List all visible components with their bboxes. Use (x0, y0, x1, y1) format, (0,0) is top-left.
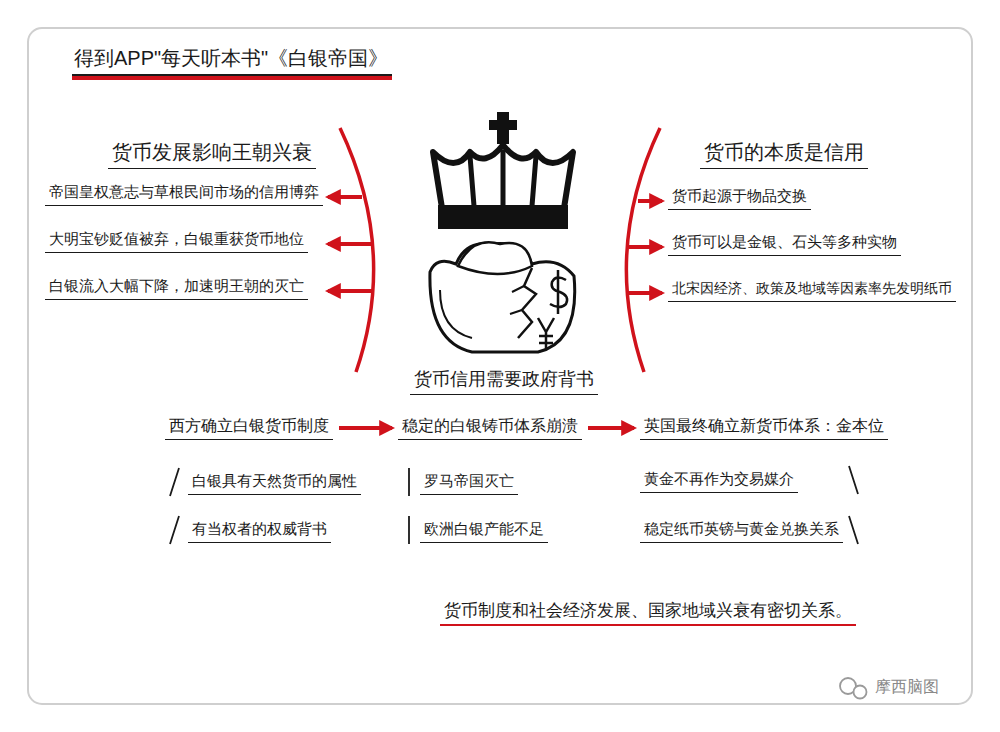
card-border (28, 28, 972, 704)
ingot-dome (458, 242, 532, 274)
list-item: 帝国皇权意志与草根民间市场的信用博弈 (45, 183, 323, 206)
process-step: 稳定的白银铸币体系崩溃 (398, 416, 582, 440)
leader-arrow (629, 245, 662, 249)
section-heading: 货币的本质是信用 (700, 140, 868, 169)
dollar-symbol (550, 270, 567, 314)
summary-note: 货币制度和社会经济发展、国家地域兴衰有密切关系。 (440, 600, 856, 626)
list-item: 货币可以是金银、石头等多种实物 (668, 233, 901, 256)
section-heading: 货币信用需要政府背书 (410, 368, 598, 395)
section-heading: 货币发展影响王朝兴衰 (108, 140, 316, 169)
list-item: 北宋因经济、政策及地域等因素率先发明纸币 (668, 280, 956, 302)
step-text: 稳定的白银铸币体系崩溃 (402, 416, 578, 436)
leader-arrow (638, 199, 662, 203)
flow-arrow (588, 426, 634, 430)
list-item: 大明宝钞贬值被弃，白银重获货币地位 (45, 230, 308, 253)
bracket-mark (849, 466, 858, 544)
leader-arrow (328, 289, 373, 293)
process-step: 英国最终确立新货币体系：金本位 (640, 416, 888, 440)
flow-arrow (339, 426, 392, 430)
watermark: 摩西脑图 (875, 677, 939, 697)
list-item: 货币起源于物品交换 (668, 187, 811, 210)
sub-item: 有当权者的权威背书 (188, 520, 331, 543)
yen-symbol (538, 318, 554, 350)
sub-item: 欧洲白银产能不足 (420, 520, 548, 543)
leader-arrow (627, 291, 662, 295)
crown-band (438, 205, 568, 229)
bracket-mark (408, 468, 410, 544)
red-curve (340, 128, 374, 372)
sub-item: 白银具有天然货币的属性 (188, 472, 361, 495)
ingot-shade (440, 290, 472, 338)
ingot-crack (518, 268, 536, 338)
bracket-mark (170, 468, 179, 544)
step-text: 英国最终确立新货币体系：金本位 (644, 416, 884, 436)
list-item: 白银流入大幅下降，加速明王朝的灭亡 (45, 277, 308, 300)
process-step: 西方确立白银货币制度 (165, 416, 333, 440)
sub-item: 罗马帝国灭亡 (420, 472, 518, 495)
sub-item: 黄金不再作为交易媒介 (640, 470, 798, 493)
step-text: 西方确立白银货币制度 (169, 416, 329, 436)
leader-arrow (328, 242, 371, 246)
watermark-icon (854, 686, 867, 699)
crown (433, 145, 573, 208)
leader-arrow (328, 195, 362, 199)
ingot-crack (510, 286, 524, 314)
red-curve (626, 128, 660, 372)
crown-cross (489, 120, 517, 130)
crown-stripe (470, 150, 536, 206)
page-title: 得到APP"每天听本书"《白银帝国》 (72, 46, 392, 76)
sub-item: 稳定纸币英镑与黄金兑换关系 (640, 520, 843, 543)
